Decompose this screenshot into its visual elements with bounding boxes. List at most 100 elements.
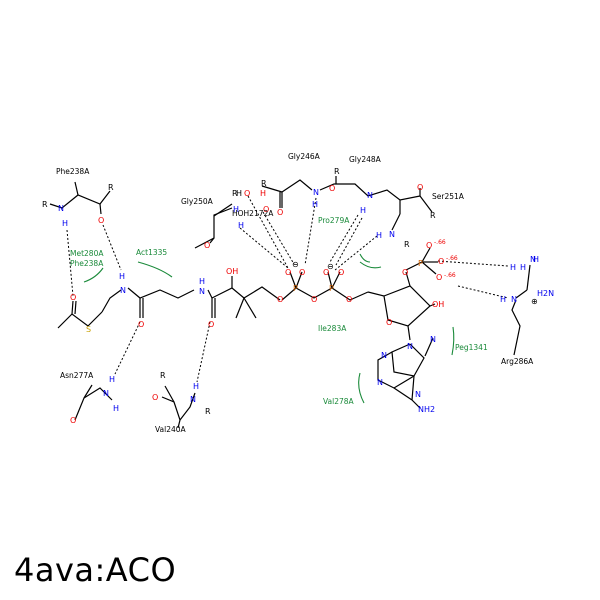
atom-n: N xyxy=(367,191,373,200)
bond-line xyxy=(405,271,411,287)
atom-r: R xyxy=(108,183,114,192)
atom-o: O xyxy=(426,241,432,250)
contact-arc-pro279 xyxy=(359,261,382,269)
atom-r: R xyxy=(205,407,211,416)
atom-o: O xyxy=(98,216,104,225)
residue-label-gly246: Gly246A xyxy=(288,152,321,161)
atom-o: O xyxy=(417,183,423,192)
hbond xyxy=(262,211,295,265)
bond-line xyxy=(393,387,413,401)
atom-h: H xyxy=(376,231,382,240)
hbond xyxy=(457,285,509,299)
hbond xyxy=(114,321,141,375)
hbond xyxy=(102,224,122,271)
atom-o: O xyxy=(152,393,158,402)
bond-line xyxy=(101,289,122,313)
residue-label-arg286: Arg286A xyxy=(501,357,534,366)
atom-h: H xyxy=(260,189,266,198)
hbond xyxy=(196,321,211,383)
residue-label-gly250: Gly250A xyxy=(181,197,214,206)
atom-p: P xyxy=(418,259,423,268)
hydrophobic-contacts xyxy=(83,253,455,404)
residue-label-peg1341: Peg1341 xyxy=(455,343,488,352)
bond-line xyxy=(71,300,74,315)
atom-n: N xyxy=(58,204,64,213)
contact-arc-met280 xyxy=(83,267,104,283)
atom-o: O xyxy=(263,205,269,214)
atom-r: R xyxy=(42,200,48,209)
atom-n: N xyxy=(190,395,196,404)
hbond xyxy=(66,229,74,297)
atom-o: O xyxy=(138,320,144,329)
atom-h: H xyxy=(199,277,205,286)
atom-h: H xyxy=(193,382,199,391)
residue-labels: Phe238A Met280A Phe238A Act1335 Asn277A … xyxy=(56,152,534,434)
bond-line xyxy=(74,300,77,315)
atom-h: H xyxy=(533,255,539,264)
atom-h: H xyxy=(119,272,125,281)
residue-label-val278: Val278A xyxy=(323,397,355,406)
atom-n: N xyxy=(103,389,109,398)
residue-label-ile283: Ile283A xyxy=(318,324,347,333)
hydrogen-bonds xyxy=(66,195,509,383)
atom-n: N xyxy=(381,351,387,360)
atom-r: R xyxy=(430,211,436,220)
atom-h: H xyxy=(312,200,318,209)
hbond xyxy=(334,235,378,271)
atom-n: N xyxy=(407,342,413,351)
bond-line xyxy=(57,311,103,329)
bond-line xyxy=(281,287,369,301)
atom-n: N xyxy=(313,188,319,197)
bond-line xyxy=(377,351,415,389)
atom-h: H xyxy=(62,219,68,228)
residue-label-ser251: Ser251A xyxy=(432,192,465,201)
atom-n: N xyxy=(120,286,126,295)
bond-line xyxy=(177,419,181,429)
bond-line xyxy=(526,264,531,291)
ligand-bonds xyxy=(57,247,438,409)
atom-p: P xyxy=(293,284,298,293)
bond-line xyxy=(424,337,434,357)
atom-o: O xyxy=(204,241,210,250)
atom-h: H xyxy=(109,375,115,384)
bond-line xyxy=(511,299,521,356)
hbond xyxy=(239,227,289,269)
hbond xyxy=(304,197,317,266)
bond-line xyxy=(391,343,425,377)
atom-p: P xyxy=(329,284,334,293)
atom-oh: OH xyxy=(432,300,444,309)
hbond xyxy=(335,217,363,266)
atom-o: O xyxy=(70,416,76,425)
atom-h: H xyxy=(360,206,366,215)
bond-line xyxy=(429,303,436,307)
residue-label-hoh2172: HOH2172A xyxy=(232,209,274,218)
bond-line xyxy=(164,385,175,403)
residue-bonds xyxy=(49,176,531,429)
atom-o: O xyxy=(338,268,344,277)
bond-line xyxy=(411,399,421,409)
atom-o: O xyxy=(386,318,392,327)
ligand-atoms: O S N H O N H O OH O O P O ⊖ O O P O ⊖ O… xyxy=(70,239,458,414)
atom-n: N xyxy=(530,255,536,264)
residue-label-pro279: Pro279A xyxy=(318,216,350,225)
atom-o: O xyxy=(277,295,283,304)
atom-nh2: NH2 xyxy=(418,405,435,414)
partial-charge: -.66 xyxy=(446,255,458,262)
residue-atoms: R N H O R R O H H O H O H R O N H R O N … xyxy=(42,167,554,425)
atom-o: O xyxy=(285,268,291,277)
bond-line xyxy=(295,271,303,289)
bond-line xyxy=(74,181,79,196)
bond-line xyxy=(281,179,313,193)
atom-oh: OH xyxy=(226,267,238,276)
bond-line xyxy=(99,203,102,215)
atom-h: H xyxy=(236,189,242,198)
atom-o: O xyxy=(299,268,305,277)
contact-arc-peg1341 xyxy=(451,326,455,356)
atom-h: H xyxy=(510,263,516,272)
bond-line xyxy=(213,203,233,217)
atom-r: R xyxy=(404,240,410,249)
bond-line xyxy=(83,384,93,399)
atom-o: O xyxy=(244,189,250,198)
atom-o: O xyxy=(346,295,352,304)
atom-r: R xyxy=(261,179,267,188)
